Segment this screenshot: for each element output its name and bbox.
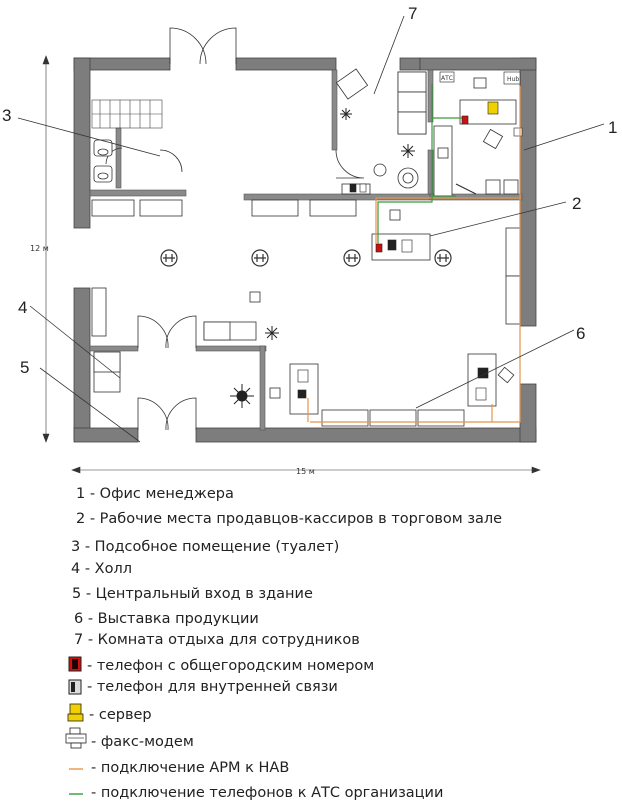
callout-1: 1 bbox=[608, 118, 618, 137]
lan-line-icon bbox=[69, 768, 83, 770]
hub-label: Hub bbox=[507, 76, 519, 83]
callout-2: 2 bbox=[572, 194, 582, 213]
legend-item-4: 4 - Холл bbox=[71, 561, 133, 577]
callout-leaders bbox=[17, 15, 605, 443]
callout-7: 7 bbox=[408, 4, 418, 23]
stairs bbox=[91, 99, 163, 129]
sofas bbox=[93, 71, 427, 393]
callout-6: 6 bbox=[576, 324, 586, 343]
height-dimension: 12 м bbox=[30, 244, 49, 253]
internal-phone-icon bbox=[68, 679, 82, 695]
legend-item-internal-phone: - телефон для внутренней связи bbox=[87, 679, 338, 695]
legend-item-phone-lines: - подключение телефонов к АТС организаци… bbox=[91, 785, 444, 801]
phone-lines bbox=[377, 84, 462, 244]
phone-line-icon bbox=[69, 793, 83, 795]
plants bbox=[230, 108, 415, 408]
equipment bbox=[297, 71, 523, 401]
legend-item-fax: - факс-модем bbox=[91, 734, 194, 750]
server-icon bbox=[67, 703, 84, 722]
legend-item-1: 1 - Офис менеджера bbox=[76, 486, 234, 502]
toilets bbox=[93, 139, 113, 183]
city-phone-icon bbox=[68, 656, 82, 672]
legend-item-lan: - подключение АРМ к НАВ bbox=[91, 760, 290, 776]
callout-3: 3 bbox=[2, 106, 12, 125]
legend-item-2: 2 - Рабочие места продавцов-кассиров в т… bbox=[76, 511, 503, 527]
fax-modem-icon bbox=[65, 727, 87, 749]
ats-label: АТС bbox=[441, 75, 453, 82]
legend-item-6: 6 - Выставка продукции bbox=[74, 611, 259, 627]
dimension-lines bbox=[42, 55, 541, 474]
pillars bbox=[160, 249, 452, 267]
legend-item-city-phone: - телефон с общегородским номером bbox=[87, 658, 375, 674]
lan-lines bbox=[307, 86, 521, 423]
callout-5: 5 bbox=[20, 358, 30, 377]
floor-plan: АТС Hub 12 м 15 м bbox=[17, 15, 605, 476]
legend-item-5: 5 - Центральный вход в здание bbox=[72, 586, 313, 602]
legend-item-7: 7 - Комната отдыха для сотрудников bbox=[74, 632, 360, 648]
inner-walls bbox=[89, 69, 523, 431]
doors bbox=[105, 27, 365, 431]
legend-item-3: 3 - Подсобное помещение (туалет) bbox=[71, 539, 340, 555]
callout-4: 4 bbox=[18, 298, 28, 317]
width-dimension: 15 м bbox=[296, 467, 315, 476]
furniture bbox=[249, 68, 519, 415]
legend-item-server: - сервер bbox=[89, 707, 152, 723]
